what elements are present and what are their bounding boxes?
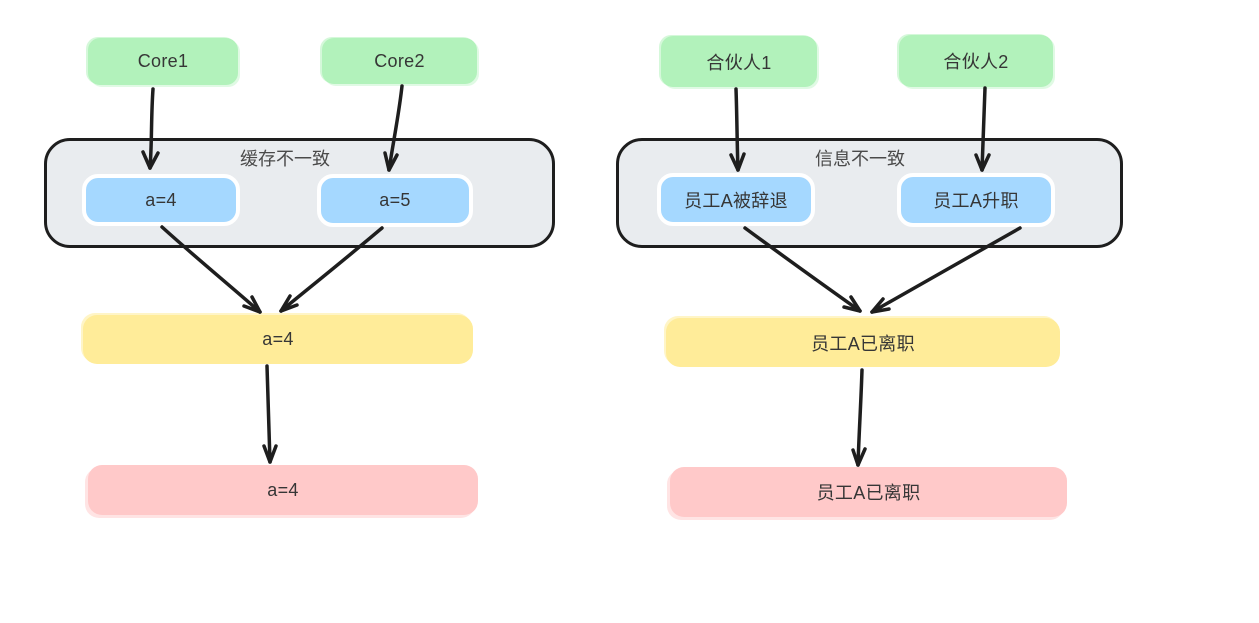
arrow-merged-to-final-right <box>851 368 867 467</box>
node-employee-fired-label: 员工A被辞退 <box>684 190 788 211</box>
label-info-inconsistency: 信息不一致 <box>815 149 905 169</box>
node-core1: Core1 <box>88 38 238 85</box>
node-cache-a4-label: a=4 <box>145 189 177 210</box>
label-cache-inconsistency: 缓存不一致 <box>240 149 330 169</box>
node-merged-employee-left: 员工A已离职 <box>666 318 1060 367</box>
node-partner2: 合伙人2 <box>899 35 1053 87</box>
node-cache-a5: a=5 <box>317 174 473 227</box>
node-final-employee-left: 员工A已离职 <box>670 467 1067 517</box>
node-merged-employee-left-label: 员工A已离职 <box>811 333 915 354</box>
node-cache-a4: a=4 <box>82 174 240 226</box>
node-employee-promoted-label: 员工A升职 <box>933 191 1019 211</box>
node-final-a4: a=4 <box>88 465 478 515</box>
node-employee-promoted: 员工A升职 <box>897 173 1055 227</box>
node-merged-a4: a=4 <box>83 315 473 364</box>
node-core2-label: Core2 <box>374 50 425 71</box>
node-partner1: 合伙人1 <box>661 36 817 87</box>
node-core2: Core2 <box>322 38 477 84</box>
node-final-a4-label: a=4 <box>267 479 299 500</box>
node-employee-fired: 员工A被辞退 <box>657 173 815 226</box>
node-final-employee-left-label: 员工A已离职 <box>816 483 921 503</box>
node-core1-label: Core1 <box>137 51 189 71</box>
node-partner2-label: 合伙人2 <box>943 52 1009 72</box>
arrow-merged-to-final-left <box>262 364 278 464</box>
node-partner1-label: 合伙人1 <box>706 52 772 73</box>
node-merged-a4-label: a=4 <box>262 329 294 349</box>
node-cache-a5-label: a=5 <box>379 190 411 210</box>
